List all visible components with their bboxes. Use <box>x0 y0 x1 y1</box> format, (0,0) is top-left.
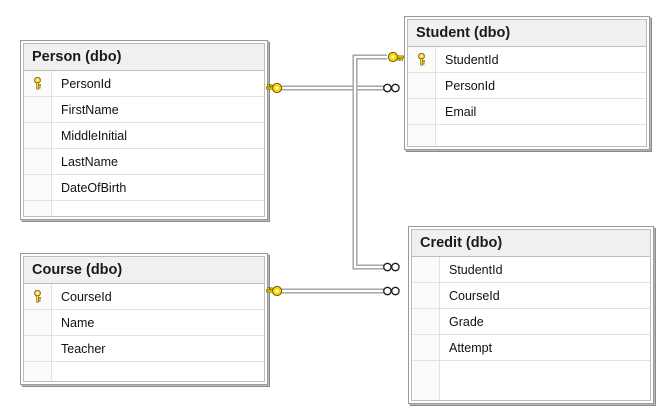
entity-columns-person: PersonId FirstName MiddleInitial LastNam… <box>24 71 264 216</box>
row-key-gutter <box>412 309 440 334</box>
entity-columns-student: StudentId PersonId Email <box>408 47 646 146</box>
column-name: CourseId <box>61 289 112 304</box>
table-row[interactable]: Teacher <box>24 336 264 362</box>
row-key-gutter <box>408 47 436 72</box>
column-name: PersonId <box>61 76 112 91</box>
row-key-gutter <box>408 125 436 146</box>
entity-table-course[interactable]: Course (dbo) CourseId <box>20 253 268 385</box>
column-name: Name <box>61 315 95 330</box>
column-name: StudentId <box>445 52 499 67</box>
row-key-gutter <box>24 362 52 381</box>
entity-inner: Credit (dbo) StudentId CourseId Grade At… <box>411 229 651 401</box>
entity-title-student: Student (dbo) <box>408 20 646 47</box>
table-row-empty[interactable] <box>24 362 264 381</box>
table-row[interactable]: PersonId <box>24 71 264 97</box>
row-key-gutter <box>412 283 440 308</box>
table-row[interactable]: FirstName <box>24 97 264 123</box>
row-key-gutter <box>412 335 440 360</box>
column-name: MiddleInitial <box>61 128 128 143</box>
primary-key-icon <box>34 77 41 90</box>
many-cardinality-icon <box>383 262 400 272</box>
column-name: StudentId <box>449 262 503 277</box>
one-cardinality-key-icon <box>266 82 283 94</box>
table-row-empty[interactable] <box>24 201 264 216</box>
table-row-empty[interactable] <box>408 125 646 146</box>
row-key-gutter <box>24 175 52 200</box>
row-key-gutter <box>412 361 440 400</box>
relationship-student-credit[interactable] <box>352 51 404 272</box>
table-row[interactable]: StudentId <box>412 257 650 283</box>
row-key-gutter <box>24 149 52 174</box>
entity-inner: Course (dbo) CourseId <box>23 256 265 382</box>
table-row[interactable]: CourseId <box>412 283 650 309</box>
column-name: Teacher <box>61 341 106 356</box>
row-key-gutter <box>24 123 52 148</box>
many-cardinality-icon <box>383 286 400 296</box>
entity-table-person[interactable]: Person (dbo) PersonId <box>20 40 268 220</box>
entity-columns-course: CourseId Name Teacher <box>24 284 264 381</box>
table-row[interactable]: CourseId <box>24 284 264 310</box>
column-name: Email <box>445 104 477 119</box>
table-row[interactable]: PersonId <box>408 73 646 99</box>
entity-inner: Person (dbo) PersonId <box>23 43 265 217</box>
one-cardinality-key-icon <box>266 285 283 297</box>
table-row[interactable]: StudentId <box>408 47 646 73</box>
table-row[interactable]: Attempt <box>412 335 650 361</box>
column-name: Grade <box>449 314 484 329</box>
row-key-gutter <box>24 284 52 309</box>
table-row[interactable]: Grade <box>412 309 650 335</box>
relationship-person-student[interactable] <box>266 82 400 94</box>
relationship-course-credit[interactable] <box>266 285 400 297</box>
primary-key-icon <box>34 290 41 303</box>
row-key-gutter <box>24 336 52 361</box>
table-row-empty[interactable] <box>412 361 650 400</box>
row-key-gutter <box>408 73 436 98</box>
table-row[interactable]: MiddleInitial <box>24 123 264 149</box>
entity-title-course: Course (dbo) <box>24 257 264 284</box>
row-key-gutter <box>408 99 436 124</box>
column-name: LastName <box>61 154 118 169</box>
column-name: DateOfBirth <box>61 180 127 195</box>
primary-key-icon <box>418 53 425 66</box>
table-row[interactable]: DateOfBirth <box>24 175 264 201</box>
row-key-gutter <box>24 71 52 96</box>
one-cardinality-key-icon <box>387 51 404 63</box>
entity-title-person: Person (dbo) <box>24 44 264 71</box>
table-row[interactable]: Name <box>24 310 264 336</box>
column-name: PersonId <box>445 78 496 93</box>
row-key-gutter <box>24 97 52 122</box>
column-name: CourseId <box>449 288 500 303</box>
row-key-gutter <box>24 310 52 335</box>
table-row[interactable]: Email <box>408 99 646 125</box>
column-name: FirstName <box>61 102 119 117</box>
table-row[interactable]: LastName <box>24 149 264 175</box>
row-key-gutter <box>24 201 52 216</box>
many-cardinality-icon <box>383 83 400 93</box>
entity-columns-credit: StudentId CourseId Grade Attempt <box>412 257 650 400</box>
entity-table-credit[interactable]: Credit (dbo) StudentId CourseId Grade At… <box>408 226 654 404</box>
row-key-gutter <box>412 257 440 282</box>
entity-inner: Student (dbo) StudentId <box>407 19 647 147</box>
column-name: Attempt <box>449 340 493 355</box>
entity-table-student[interactable]: Student (dbo) StudentId <box>404 16 650 150</box>
entity-title-credit: Credit (dbo) <box>412 230 650 257</box>
